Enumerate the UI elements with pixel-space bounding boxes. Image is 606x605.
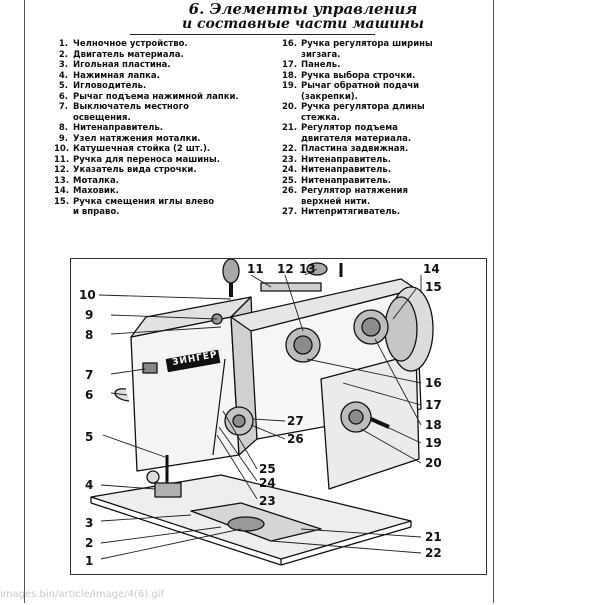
list-item: зигзага.	[301, 49, 341, 60]
list-item: 24.Нитенаправитель.	[282, 165, 391, 175]
list-item: освещения.	[73, 112, 131, 123]
list-item: 10.Катушечная стойка (2 шт.).	[54, 144, 211, 154]
page-subtitle: и составные части машины	[181, 16, 425, 32]
machine-head-front	[130, 316, 240, 472]
list-item: 9.Узел натяжения моталки.	[58, 133, 201, 144]
spool-pin	[222, 259, 240, 284]
callout-24: 24	[259, 476, 276, 490]
callout-19: 19	[425, 436, 442, 450]
list-item: 11.Ручка для переноса машины.	[54, 154, 220, 165]
carry-handle	[260, 282, 322, 292]
list-item: 6.Рычаг подъема нажимной лапки.	[58, 91, 239, 102]
list-item: (закрепки).	[301, 91, 358, 102]
list-item: и вправо.	[73, 207, 120, 217]
list-item: стежка.	[301, 112, 340, 123]
list-item: 2.Двигатель материала.	[58, 49, 184, 60]
callout-16: 16	[425, 376, 442, 390]
list-item: 8.Нитенаправитель.	[58, 123, 163, 133]
list-item: 16.Ручка регулятора ширины	[282, 39, 433, 49]
list-item: 15.Ручка смещения иглы влево	[54, 196, 215, 207]
list-item: 13.Моталка.	[54, 175, 119, 186]
callout-26: 26	[287, 432, 304, 446]
list-item: 26.Регулятор натяжения	[282, 186, 408, 196]
callout-25: 25	[259, 462, 276, 476]
presser-foot	[154, 482, 182, 498]
callout-1: 1	[85, 554, 94, 568]
list-item: верхней нити.	[301, 196, 371, 207]
callout-17: 17	[425, 398, 442, 412]
shuttle-hook	[227, 516, 265, 532]
callout-15: 15	[425, 280, 442, 294]
list-item: 22.Пластина задвижная.	[282, 144, 409, 154]
callout-20: 20	[425, 456, 442, 470]
list-item: 20.Ручка регулятора длины	[282, 102, 425, 112]
list-item: 7.Выключатель местного	[58, 102, 189, 112]
callout-7: 7	[85, 368, 94, 382]
list-item: двигателя материала.	[301, 133, 412, 144]
callout-21: 21	[425, 530, 442, 544]
sewing-machine-diagram: 10 9 8 7 6 5 4 3 2 1 11 12 13 14 15 16 1…	[70, 258, 487, 575]
callout-12: 12	[277, 262, 294, 276]
list-item: 21.Регулятор подъема	[282, 123, 398, 133]
list-item: 17.Панель.	[282, 60, 341, 70]
title-divider	[130, 34, 375, 35]
callout-11: 11	[247, 262, 264, 276]
list-item: 14.Маховик.	[54, 186, 119, 196]
page-title: 6. Элементы управления	[188, 0, 418, 18]
callout-9: 9	[85, 308, 94, 322]
image-url-watermark: images.bin/article/image/4(6).gif	[0, 589, 164, 600]
list-item: 1.Челночное устройство.	[58, 39, 188, 49]
callout-14: 14	[423, 262, 440, 276]
list-item: 12.Указатель вида строчки.	[54, 165, 197, 175]
callout-6: 6	[85, 388, 94, 402]
callout-3: 3	[85, 516, 94, 530]
parts-list-left: 1.Челночное устройство. 2.Двигатель мате…	[54, 39, 276, 218]
list-item: 5.Игловодитель.	[58, 81, 147, 91]
callout-10: 10	[79, 288, 96, 302]
callout-2: 2	[85, 536, 94, 550]
list-item: 19.Рычаг обратной подачи	[282, 81, 420, 91]
callout-23: 23	[259, 494, 276, 508]
list-item: 25.Нитенаправитель.	[282, 175, 391, 186]
list-item: 23.Нитенаправитель.	[282, 154, 391, 165]
parts-list-right: 16.Ручка регулятора ширины зигзага. 17.П…	[282, 39, 482, 218]
list-item: 3.Игольная пластина.	[58, 60, 171, 70]
callout-18: 18	[425, 418, 442, 432]
callout-8: 8	[85, 328, 94, 342]
list-item: 27.Нитепритягиватель.	[282, 207, 401, 217]
callout-27: 27	[287, 414, 304, 428]
callout-22: 22	[425, 546, 442, 560]
sewing-machine-drawing	[90, 259, 434, 566]
list-item: 18.Ручка выбора строчки.	[282, 70, 416, 81]
light-switch	[142, 362, 158, 374]
callout-5: 5	[85, 430, 94, 444]
callout-13: 13	[299, 262, 316, 276]
list-item: 4.Нажимная лапка.	[58, 70, 160, 81]
callout-4: 4	[85, 478, 94, 492]
